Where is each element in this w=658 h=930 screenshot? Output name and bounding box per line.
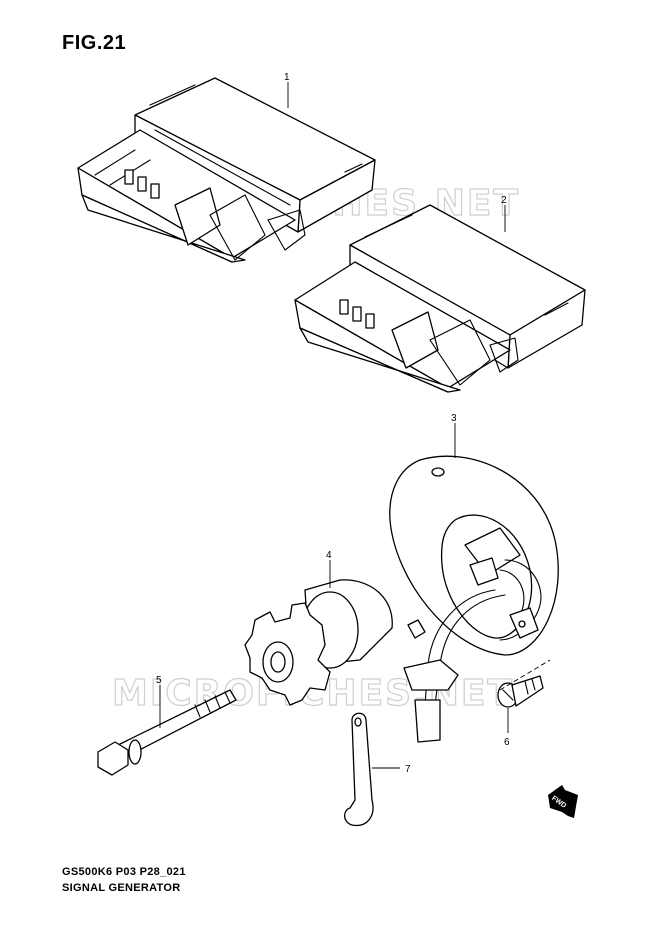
part-5-bolt[interactable] <box>97 689 237 776</box>
callout-3: 3 <box>451 413 457 424</box>
fwd-arrow-icon: FWD <box>548 785 578 818</box>
callout-4: 4 <box>326 550 332 561</box>
callout-2: 2 <box>501 195 507 206</box>
part-1-connector-module[interactable] <box>77 77 376 263</box>
callout-1: 1 <box>284 72 290 83</box>
callout-7: 7 <box>405 764 411 775</box>
leader-lines <box>159 82 551 769</box>
callout-6: 6 <box>504 737 510 748</box>
figure-title: FIG.21 <box>62 32 127 54</box>
part-6-screw[interactable] <box>497 675 544 708</box>
part-4-rotor[interactable] <box>244 579 393 706</box>
part-2-connector-module[interactable] <box>294 204 586 393</box>
part-7-clamp[interactable] <box>343 712 374 827</box>
callout-5: 5 <box>156 675 162 686</box>
wire-harness <box>403 589 506 743</box>
figure-code: GS500K6 P03 P28_021 <box>62 866 186 878</box>
part-3-generator-plate[interactable] <box>389 455 559 656</box>
figure-name: SIGNAL GENERATOR <box>62 882 181 894</box>
